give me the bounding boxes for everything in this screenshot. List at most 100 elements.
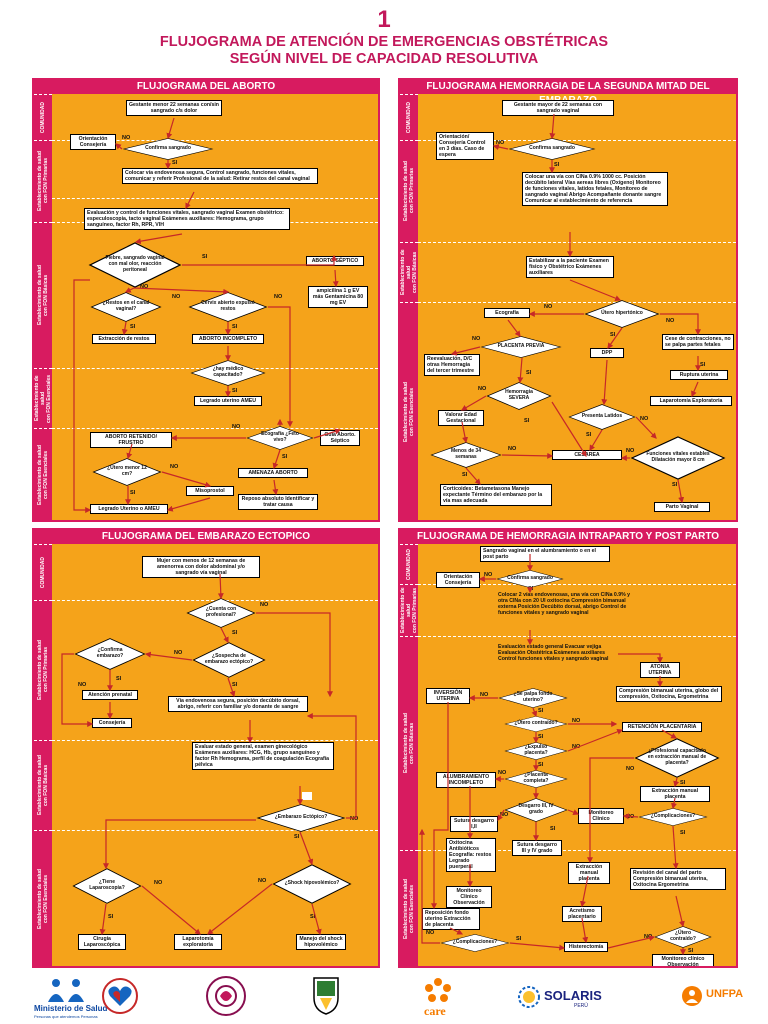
- page-number: 1: [377, 6, 391, 33]
- orientacion-box: Orientación Consejería: [436, 572, 480, 588]
- no-label: NO: [140, 284, 149, 290]
- no-label: NO: [484, 572, 493, 578]
- heart-logo: [102, 978, 138, 1014]
- oxitocina-box: Oxitocina Antibióticos Ecografía: restos…: [446, 838, 496, 872]
- cesarea-box: CESAREA: [552, 450, 622, 460]
- guia-box: Guía Aborto. Séptico: [320, 430, 360, 446]
- care-logo: care: [418, 976, 458, 1020]
- retenido-box: ABORTO RETENIDO/ FRUSTRO: [90, 432, 172, 448]
- no-label: NO: [572, 744, 581, 750]
- confirma-diamond: ¿Confirma embarazo?: [74, 638, 146, 670]
- no-label: NO: [572, 718, 581, 724]
- placenta-diamond: PLACENTA PREVIA: [480, 336, 562, 358]
- utero-diamond: ¿Útero menor 12 cm?: [92, 458, 162, 486]
- no-label: NO: [260, 602, 269, 608]
- heart-icon: [108, 986, 132, 1006]
- colocar-box: Colocar una vía con ClNa 0.9% 1000 cc. P…: [522, 172, 668, 206]
- level-basicas: Establecimiento de salud con FON Básicas: [400, 636, 418, 850]
- monitoreo3-box: Monitoreo clínico Observación: [652, 954, 714, 966]
- cervix-diamond: Cervix abierto expulsó restos: [188, 292, 268, 322]
- no-label: NO: [478, 386, 487, 392]
- minsa-people-icon: [48, 979, 84, 1002]
- no-label: NO: [78, 682, 87, 688]
- evaluacion-text: Evaluación estado general Evacuar vejiga…: [498, 644, 609, 662]
- valorar-box: Valorar Edad Gestacional: [438, 410, 484, 426]
- via-box: Vía endovenosa segura, posición decúbito…: [168, 696, 308, 712]
- level-primarias: Establecimiento de salud con FON Primari…: [34, 140, 52, 222]
- si-label: SI: [538, 734, 544, 740]
- ampicilina-box: ampicilina 1 g EV más Gentamicina 80 mg …: [308, 286, 368, 308]
- minsa-logo: Ministerio de Salud Personas que atendem…: [34, 978, 134, 1022]
- reposicion-box: Reposición fondo uterino Extracción de p…: [422, 908, 480, 930]
- panel-title: FLUJOGRAMA HEMORRAGIA DE LA SEGUNDA MITA…: [400, 80, 736, 106]
- no-label: NO: [640, 416, 649, 422]
- complicaciones2-diamond: ¿Complicaciones?: [440, 934, 510, 952]
- no-label: NO: [498, 770, 507, 776]
- misoprostol-box: Misoprostol: [186, 486, 234, 496]
- solaris-label: SOLARIS: [544, 988, 602, 1003]
- menos34-diamond: Menos de 34 semanas: [430, 442, 502, 468]
- start-box: Sangrado vaginal en el alumbramiento o e…: [480, 546, 610, 562]
- extraccion-box: Extracción de restos: [92, 334, 156, 344]
- no-label: NO: [154, 880, 163, 886]
- level-comunidad: COMUNIDAD: [400, 544, 418, 584]
- level-esenciales-2: Establecimiento de salud con FON Esencia…: [34, 428, 52, 520]
- consejeria-box: Consejería: [92, 718, 132, 728]
- si-label: SI: [550, 826, 556, 832]
- reposo-box: Reposo absoluto Identificar y tratar cau…: [238, 494, 318, 510]
- page-title-line1: FLUJOGRAMA DE ATENCIÓN DE EMERGENCIAS OB…: [159, 34, 609, 50]
- corticoides-box: Corticoides: Betametasona Manejo expecta…: [440, 484, 552, 506]
- legrado-ameu-box: Legrado uterino AMEU: [194, 396, 262, 406]
- acretismo-box: Acretismo placentario: [562, 906, 602, 922]
- si-label: SI: [538, 762, 544, 768]
- level-comunidad: COMUNIDAD: [400, 94, 418, 140]
- profesional-diamond: ¿Profesional capacitado en extracción ma…: [634, 738, 720, 778]
- si-label: SI: [232, 682, 238, 688]
- funciones-diamond: Funciones vitales estables Dilatación ma…: [630, 436, 726, 480]
- no-label: NO: [170, 464, 179, 470]
- expulso-diamond: ¿Expulsó placenta?: [504, 742, 568, 760]
- si-label: SI: [528, 586, 534, 592]
- si-label: SI: [526, 370, 532, 376]
- desgarro-diamond: Desgarro III, IV grado: [504, 798, 568, 822]
- care-hands-icon: [425, 978, 451, 1002]
- si-label: SI: [610, 332, 616, 338]
- header: 1 FLUJOGRAMA DE ATENCIÓN DE EMERGENCIAS …: [0, 0, 768, 74]
- level-primarias: Establecimiento de salud con FON Primari…: [34, 600, 52, 740]
- minsa-sub: Personas que atendemos Personas: [34, 1014, 98, 1019]
- cirugia-box: Cirugía Laparoscópica: [78, 934, 126, 950]
- no-label: NO: [626, 448, 635, 454]
- ruptura-box: Ruptura uterina: [670, 370, 728, 380]
- atonia-box: ATONIA UTERINA: [640, 662, 680, 678]
- no-label: NO: [496, 140, 505, 146]
- estabilizar-box: Estabilizar a la paciente Examen físico …: [526, 256, 614, 278]
- level-esenciales: Establecimiento de salud con FON Esencia…: [400, 302, 418, 520]
- si-label: SI: [700, 362, 706, 368]
- panel-title: FLUJOGRAMA DE HEMORRAGIA INTRAPARTO Y PO…: [400, 530, 736, 544]
- no-label: NO: [174, 650, 183, 656]
- level-basicas: Establecimiento de salud con FON Básicas: [34, 740, 52, 830]
- septico-box: ABORTO SÉPTICO: [306, 256, 364, 266]
- level-esenciales: Establecimiento de salud con FON Esencia…: [34, 368, 52, 428]
- si-label: SI: [282, 454, 288, 460]
- si-label: SI: [130, 324, 136, 330]
- si-label: SI: [680, 780, 686, 786]
- orientacion-box: Orientación Consejería: [70, 134, 116, 150]
- seal-logo: [206, 976, 246, 1016]
- legrado2-box: Legrado Uterino o AMEU: [90, 504, 168, 514]
- care-label: care: [424, 1004, 446, 1018]
- si-label: SI: [172, 160, 178, 166]
- restos-diamond: ¿Restos en el canal vaginal?: [90, 292, 162, 322]
- no-label: NO: [472, 336, 481, 342]
- colocar-text: Colocar 2 vías endovenosas, una vía con …: [498, 592, 631, 616]
- no-label: NO: [626, 766, 635, 772]
- panel-title: FLUJOGRAMA DEL ABORTO: [34, 80, 378, 94]
- no-label: NO: [480, 692, 489, 698]
- si-label: SI: [310, 914, 316, 920]
- si-label: SI: [680, 830, 686, 836]
- complicaciones-diamond: ¿Complicaciones?: [638, 808, 708, 826]
- si-label: SI: [116, 676, 122, 682]
- si-label: SI: [462, 472, 468, 478]
- monitoreo2-box: Monitoreo Clínico Observación: [446, 886, 492, 908]
- palpa-diamond: ¿Se palpa fondo uterino?: [498, 688, 568, 708]
